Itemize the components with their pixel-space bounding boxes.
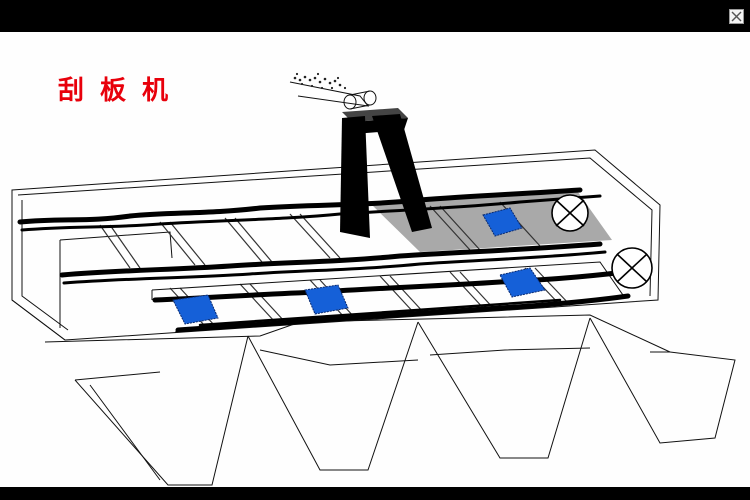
hoppers — [44, 314, 736, 486]
material-block — [172, 294, 219, 325]
chains — [17, 187, 631, 333]
feed-chute — [289, 81, 377, 110]
bottom-bar — [0, 487, 750, 500]
material-block — [499, 267, 546, 298]
trough-housing — [11, 149, 661, 341]
sprocket-upper — [551, 194, 589, 232]
sprocket-lower — [611, 247, 653, 289]
close-button[interactable] — [729, 9, 744, 24]
window-title-bar — [0, 0, 750, 32]
material-block — [482, 207, 523, 237]
material-block — [304, 284, 349, 315]
falling-material — [293, 72, 347, 90]
close-x-icon — [731, 11, 742, 22]
drive-stand[interactable] — [340, 108, 432, 238]
diagram-title: 刮板机 — [58, 76, 185, 106]
material-blocks — [172, 207, 546, 325]
